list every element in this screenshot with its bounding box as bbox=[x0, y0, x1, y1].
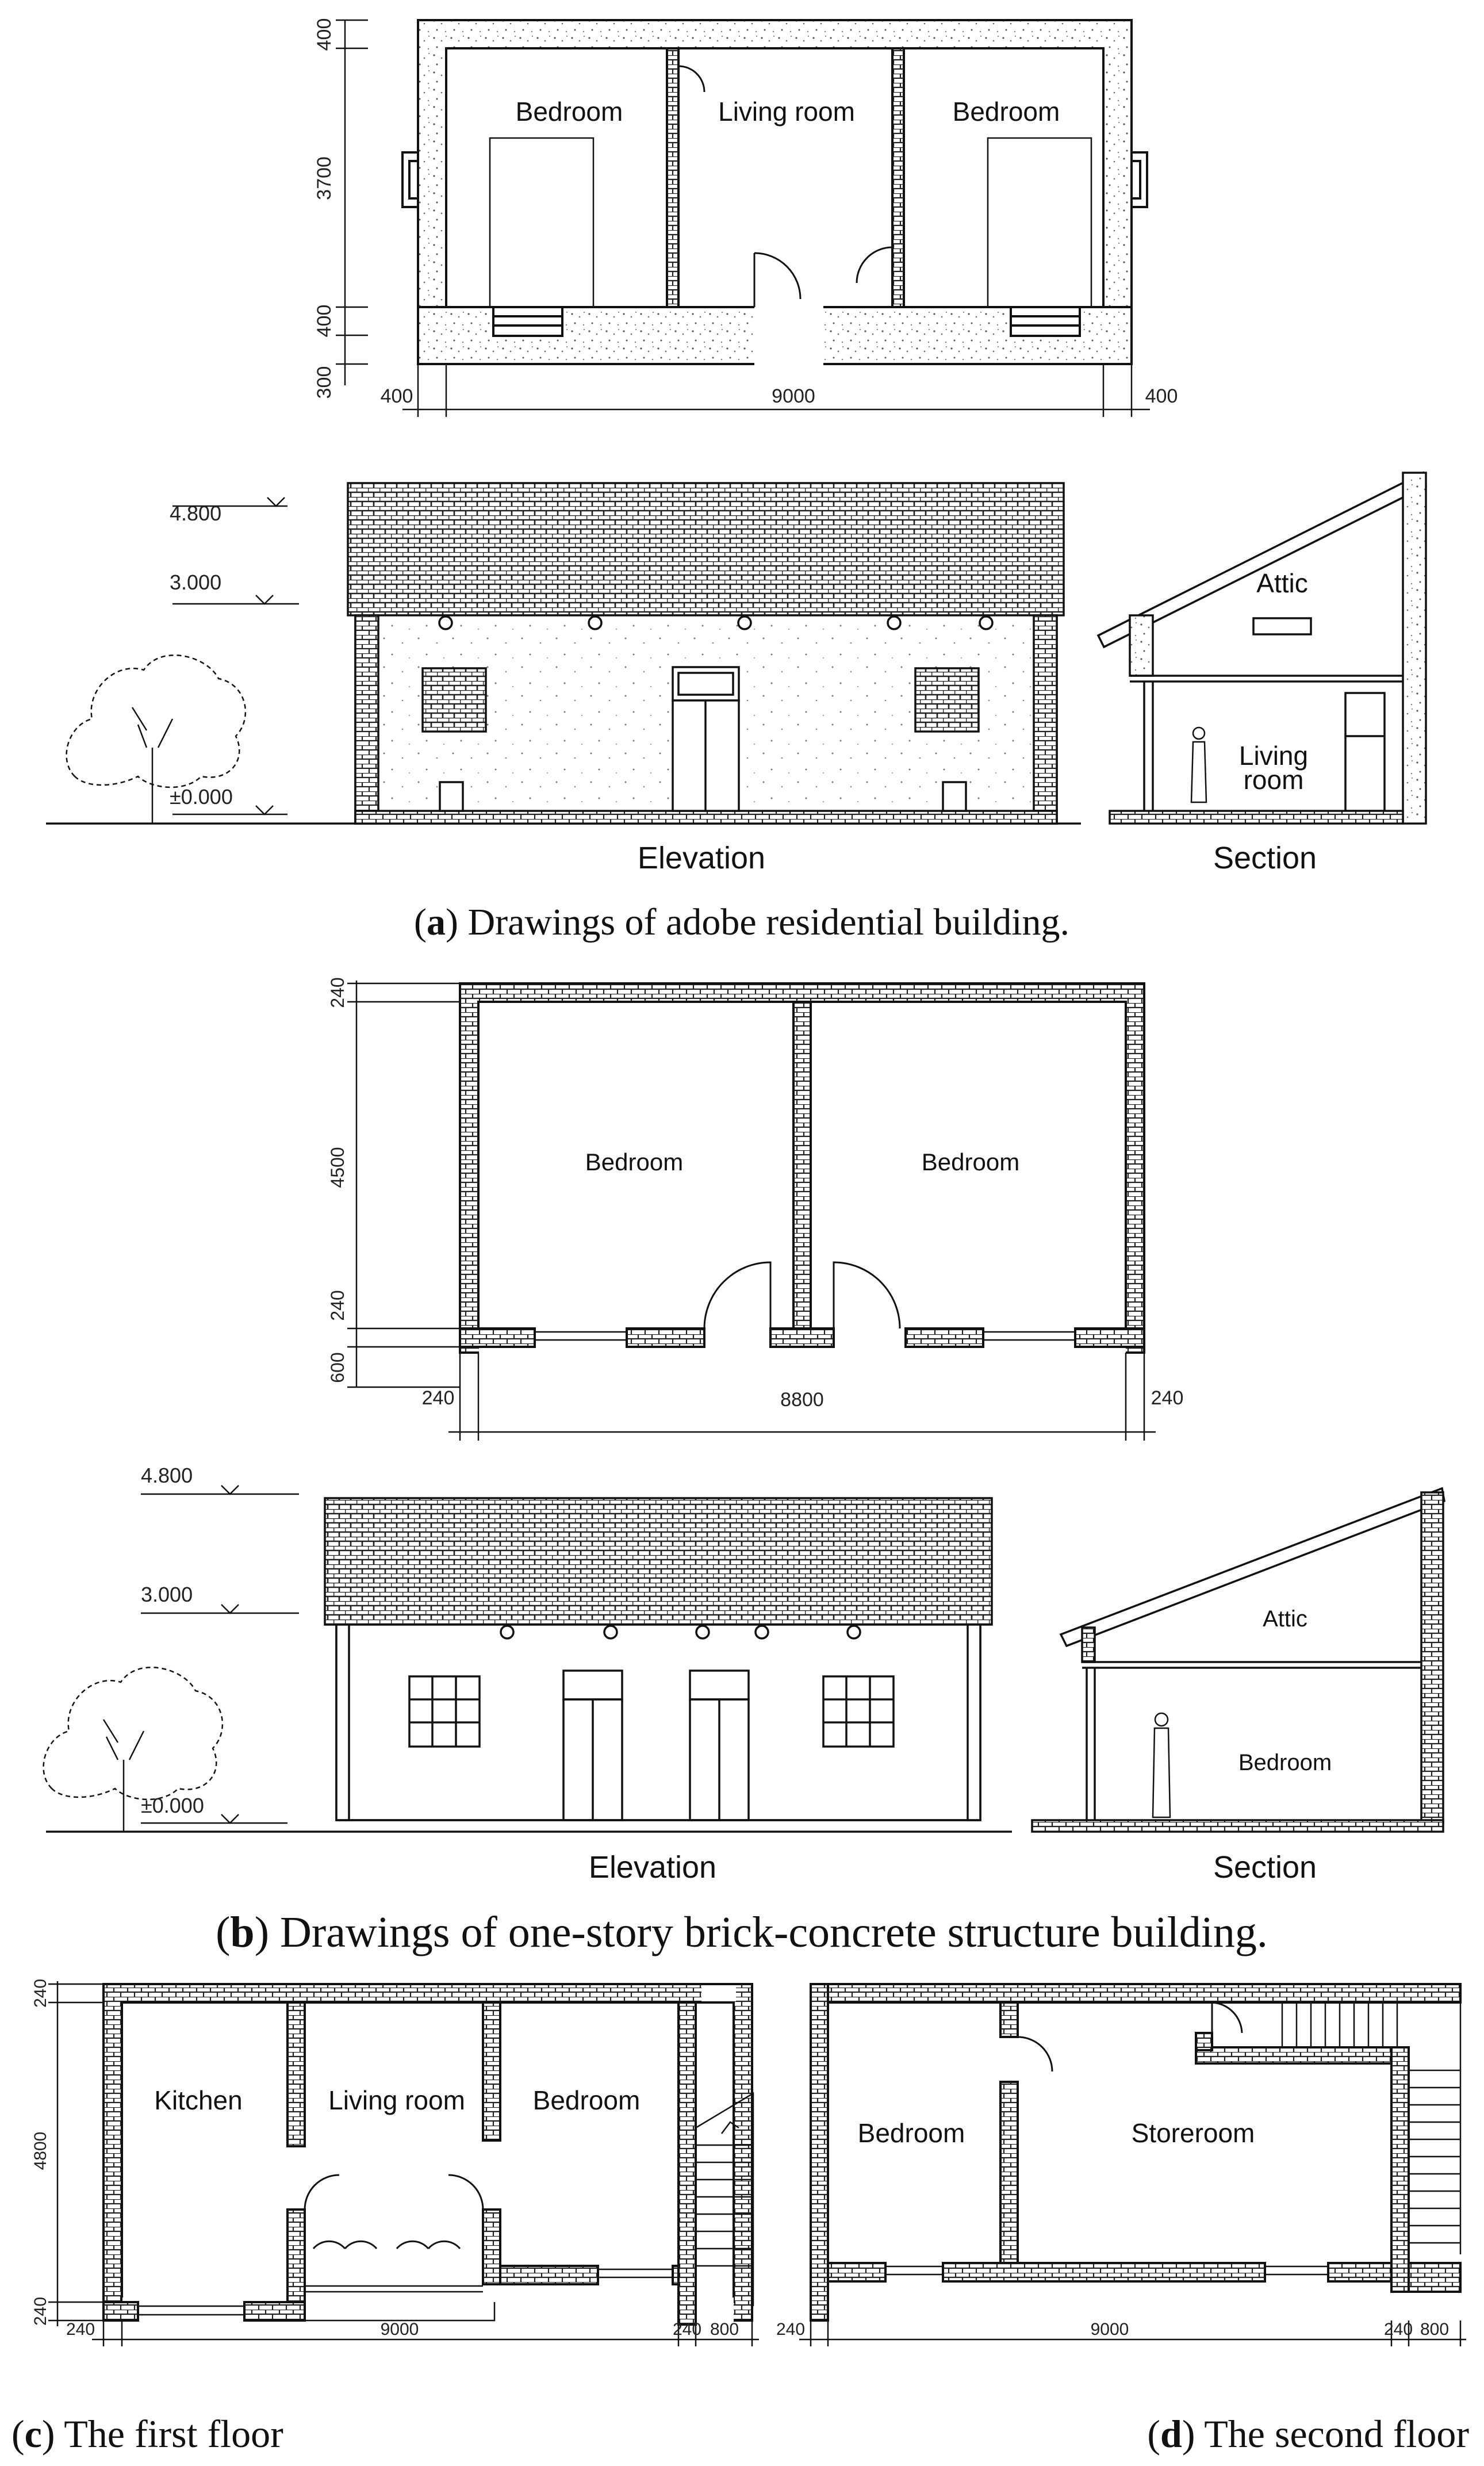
level-label: 4.800 bbox=[170, 501, 221, 525]
dimension-label: 400 bbox=[313, 18, 335, 51]
room-label: Bedroom bbox=[516, 97, 623, 127]
caption-b: (b) Drawings of one-story brick-concrete… bbox=[216, 1908, 1268, 1956]
room-label: room bbox=[1244, 765, 1304, 795]
level-label: 3.000 bbox=[170, 570, 221, 594]
caption-c: (c) The first floor bbox=[11, 2412, 283, 2456]
room-label: Kitchen bbox=[154, 2085, 242, 2115]
view-title: Section bbox=[1213, 1850, 1317, 1885]
dimension-label: 240 bbox=[776, 2320, 805, 2339]
dimension-label: 9000 bbox=[381, 2320, 419, 2339]
panel-b-elevation-labels: 4.800 3.000 ±0.000 Elevation bbox=[141, 1464, 716, 1885]
dimension-label: 600 bbox=[327, 1352, 348, 1383]
room-label: Bedroom bbox=[533, 2085, 641, 2115]
panel-b-section-labels: Attic Bedroom Section bbox=[1213, 1606, 1332, 1885]
caption-d: (d) The second floor bbox=[1147, 2412, 1469, 2456]
dimension-label: 240 bbox=[327, 1290, 348, 1320]
panel-d-plan bbox=[799, 1983, 1466, 2346]
dimension-label: 400 bbox=[313, 305, 335, 338]
dimension-label: 240 bbox=[422, 1387, 455, 1409]
panel-c-plan-labels: Kitchen Living room Bedroom 240 4800 240… bbox=[31, 1979, 739, 2339]
dimension-label: 4800 bbox=[31, 2132, 50, 2170]
panel-d-plan-labels: Bedroom Storeroom 240 9000 240 800 bbox=[776, 2118, 1449, 2339]
dimension-label: 240 bbox=[66, 2320, 95, 2339]
panel-a-section bbox=[1096, 471, 1427, 825]
room-label: Attic bbox=[1263, 1606, 1307, 1632]
person-icon bbox=[1152, 1712, 1171, 1818]
dimension-label: 800 bbox=[710, 2320, 739, 2339]
dimension-label: 300 bbox=[313, 366, 335, 399]
room-label: Bedroom bbox=[585, 1148, 683, 1175]
door-left bbox=[562, 1669, 623, 1821]
room-label: Bedroom bbox=[922, 1148, 1019, 1175]
dimension-label: 240 bbox=[673, 2320, 701, 2339]
panel-b-plan-labels: Bedroom Bedroom 240 4500 240 600 240 880… bbox=[327, 977, 1183, 1411]
panel-b-elevation bbox=[43, 1485, 1012, 1833]
door-right bbox=[689, 1669, 750, 1821]
level-label: 4.800 bbox=[141, 1464, 193, 1487]
panel-b-section bbox=[1031, 1487, 1445, 1833]
dimension-label: 240 bbox=[327, 977, 348, 1008]
panel-c-plan bbox=[48, 1981, 759, 2346]
view-title: Section bbox=[1213, 841, 1317, 875]
panel-b-plan bbox=[347, 981, 1156, 1441]
window-left bbox=[408, 1675, 481, 1748]
person-icon bbox=[1190, 726, 1207, 803]
dimension-label: 4500 bbox=[327, 1147, 348, 1188]
view-title: Elevation bbox=[638, 841, 765, 875]
panel-a-plan bbox=[336, 19, 1150, 417]
dimension-label: 240 bbox=[31, 2297, 50, 2326]
dimension-label: 240 bbox=[1384, 2320, 1413, 2339]
level-label: ±0.000 bbox=[170, 785, 233, 809]
level-label: 3.000 bbox=[141, 1583, 193, 1606]
dimension-label: 400 bbox=[381, 385, 413, 407]
caption-a: (a) Drawings of adobe residential buildi… bbox=[414, 901, 1069, 943]
room-label: Attic bbox=[1256, 568, 1307, 598]
stair-icon bbox=[695, 2092, 754, 2306]
room-label: Living room bbox=[718, 97, 855, 127]
tree-icon bbox=[66, 654, 247, 824]
room-label: Bedroom bbox=[1238, 1750, 1332, 1775]
room-label: Bedroom bbox=[953, 97, 1060, 127]
panel-a-section-labels: Attic Living room Section bbox=[1213, 568, 1317, 875]
dimension-label: 3700 bbox=[313, 156, 335, 200]
panel-a-elevation-labels: 4.800 3.000 ±0.000 Elevation bbox=[170, 501, 765, 875]
dimension-label: 240 bbox=[31, 1979, 50, 2008]
room-label: Storeroom bbox=[1132, 2118, 1255, 2148]
window-right bbox=[822, 1675, 895, 1748]
panel-a-plan-labels: Bedroom Living room Bedroom 400 3700 400… bbox=[313, 18, 1178, 407]
room-label: Living bbox=[1239, 741, 1308, 771]
dimension-label: 240 bbox=[1151, 1387, 1184, 1409]
view-title: Elevation bbox=[589, 1850, 716, 1885]
panel-a-elevation bbox=[46, 482, 1081, 825]
tree-icon bbox=[43, 1667, 224, 1832]
dimension-label: 9000 bbox=[1091, 2320, 1129, 2339]
stair-icon bbox=[1281, 2002, 1462, 2254]
dimension-label: 9000 bbox=[772, 385, 815, 407]
level-label: ±0.000 bbox=[141, 1794, 204, 1817]
dimension-label: 400 bbox=[1145, 385, 1178, 407]
room-label: Bedroom bbox=[858, 2118, 965, 2148]
dimension-label: 800 bbox=[1420, 2320, 1449, 2339]
room-label: Living room bbox=[328, 2085, 465, 2115]
dimension-label: 8800 bbox=[780, 1389, 824, 1411]
